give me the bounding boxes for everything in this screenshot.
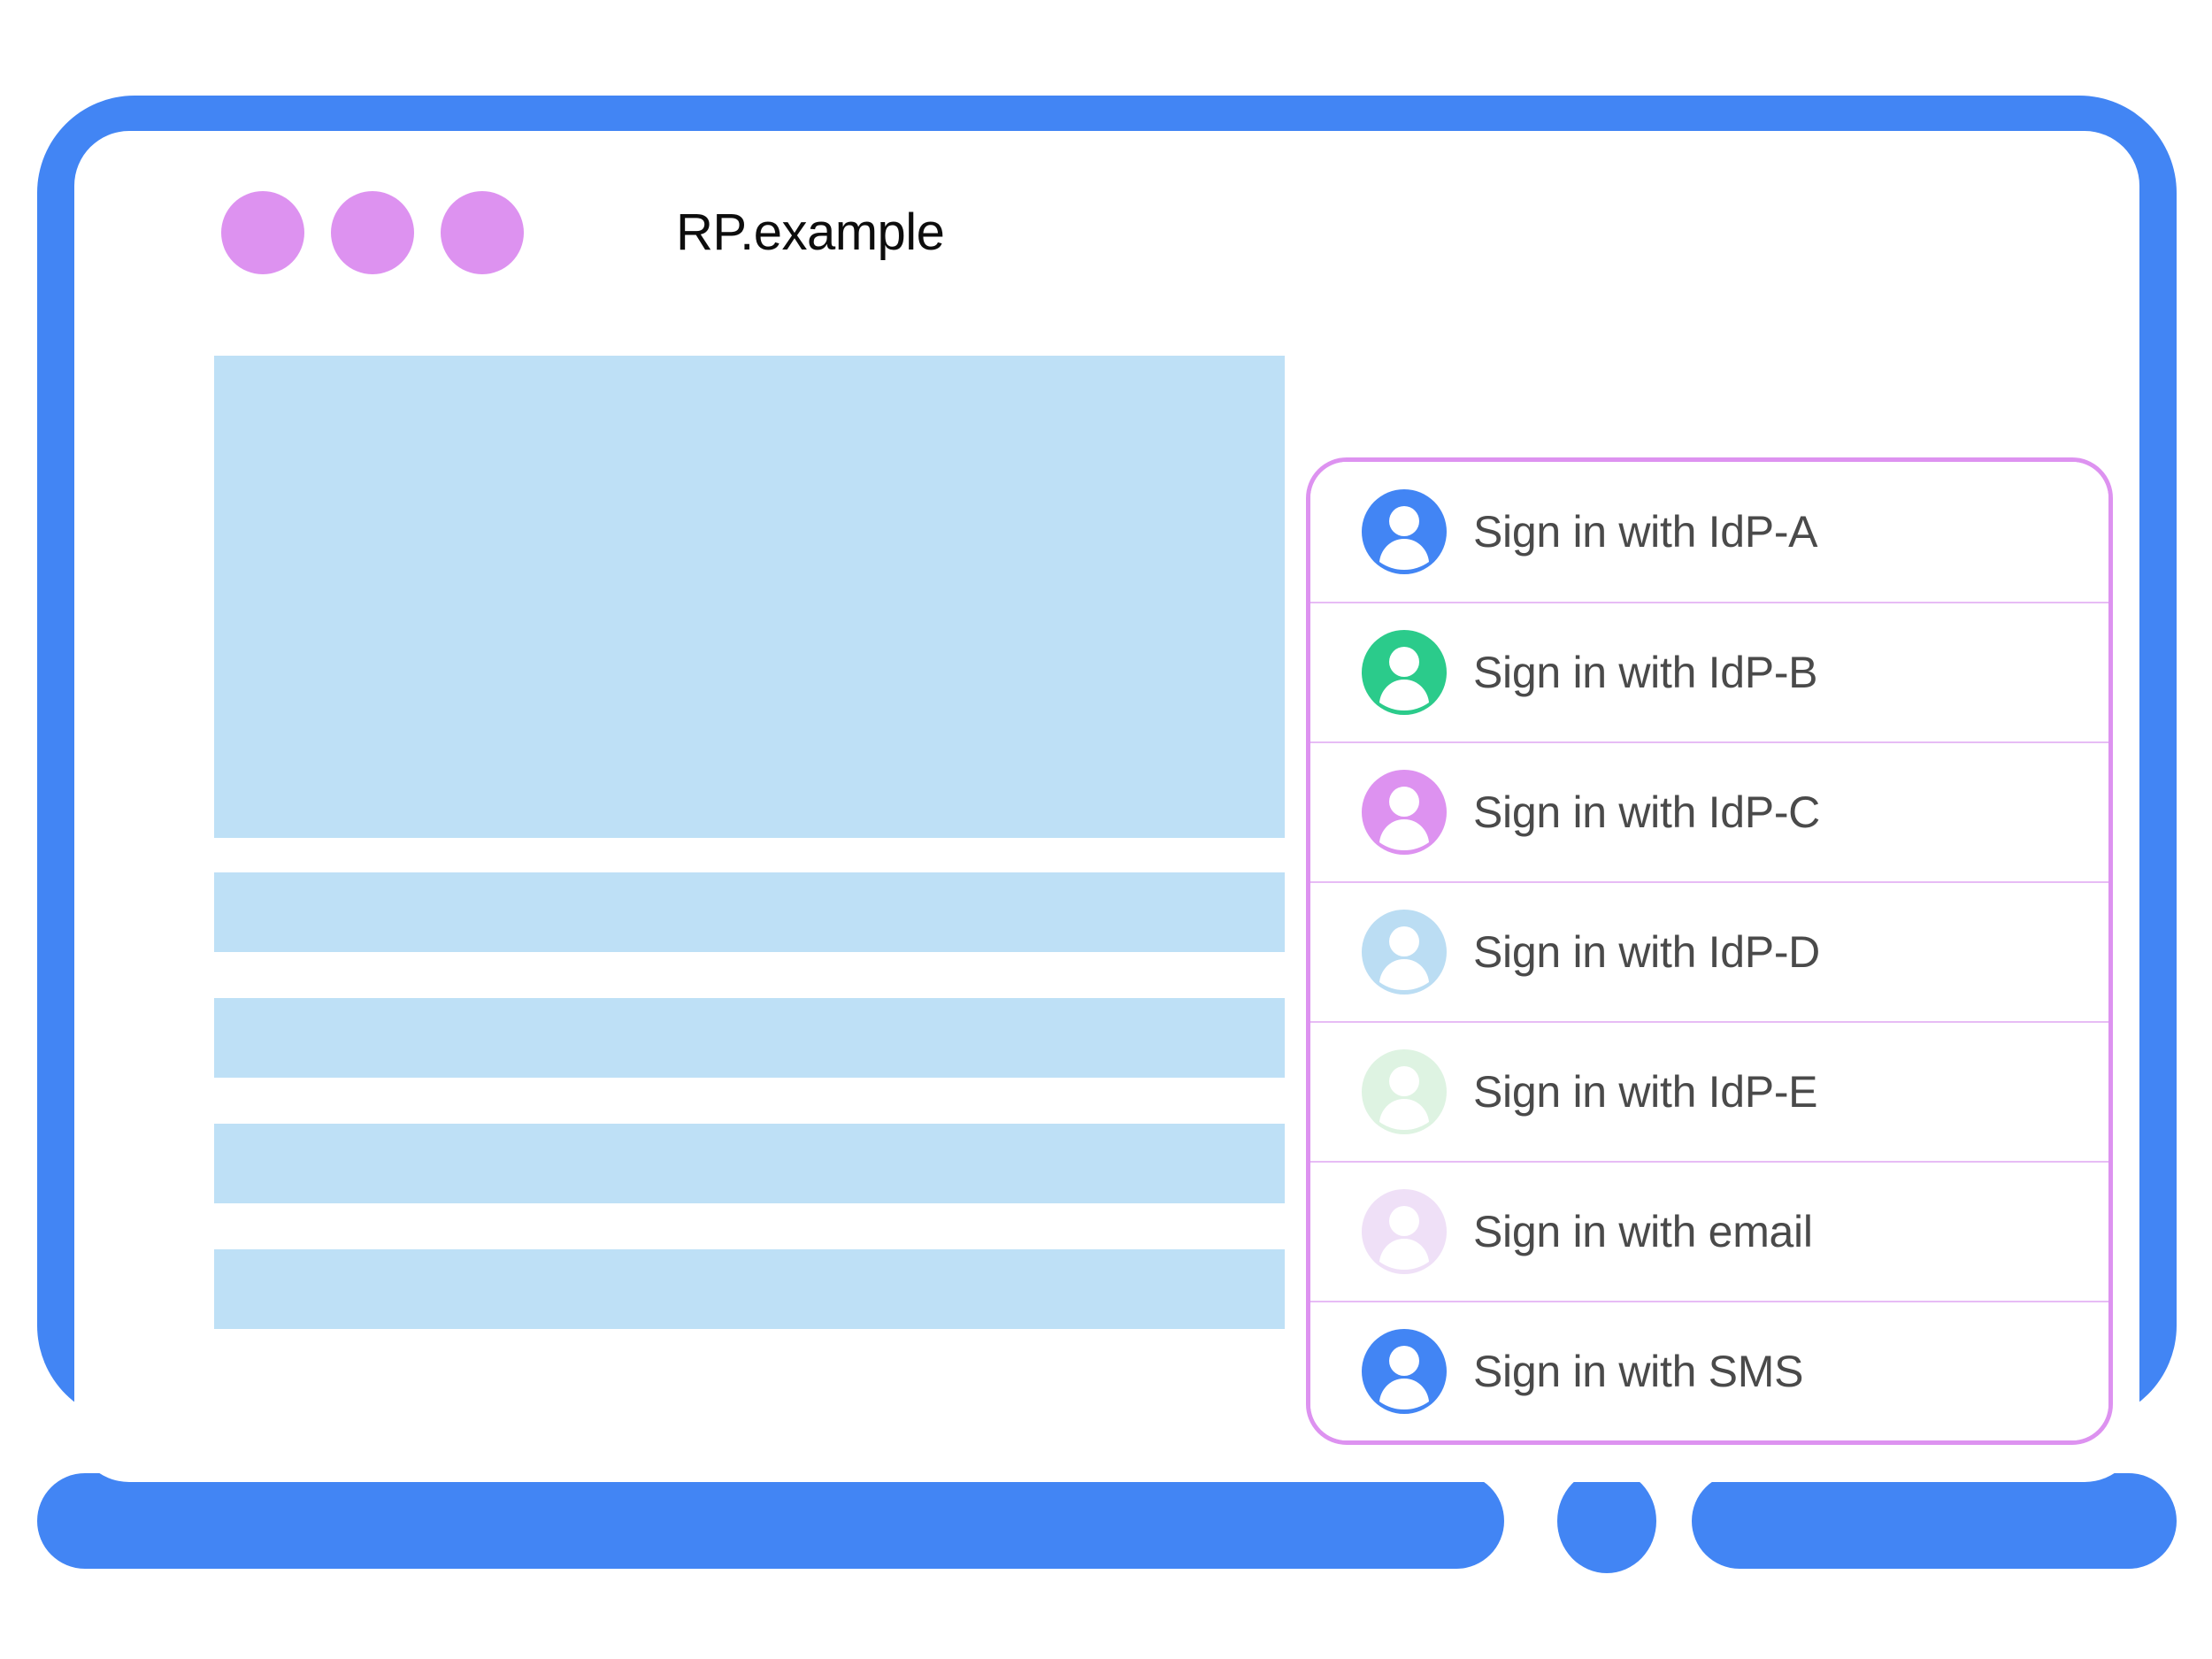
signin-option-idp-d[interactable]: Sign in with IdP-D <box>1310 881 2108 1021</box>
home-button[interactable] <box>1557 1469 1656 1573</box>
signin-option-idp-c[interactable]: Sign in with IdP-C <box>1310 741 2108 881</box>
window-dot-1[interactable] <box>221 191 304 274</box>
line-placeholder-2 <box>214 998 1285 1078</box>
signin-option-idp-e[interactable]: Sign in with IdP-E <box>1310 1021 2108 1161</box>
signin-option-sms[interactable]: Sign in with SMS <box>1310 1301 2108 1440</box>
device-frame: RP.example Sign in with IdP-A <box>37 96 2177 1573</box>
signin-option-idp-b[interactable]: Sign in with IdP-B <box>1310 602 2108 741</box>
signin-option-label: Sign in with IdP-E <box>1473 1067 1818 1117</box>
signin-option-idp-a[interactable]: Sign in with IdP-A <box>1310 462 2108 602</box>
hero-placeholder <box>214 356 1285 838</box>
page-title: RP.example <box>676 204 945 261</box>
window-dot-3[interactable] <box>441 191 524 274</box>
signin-popup: Sign in with IdP-A Sign in with IdP-B <box>1306 457 2113 1445</box>
avatar-icon <box>1362 1049 1447 1134</box>
line-placeholder-1 <box>214 872 1285 952</box>
signin-option-email[interactable]: Sign in with email <box>1310 1161 2108 1301</box>
line-placeholder-3 <box>214 1124 1285 1203</box>
signin-option-label: Sign in with IdP-B <box>1473 648 1818 697</box>
content-placeholders <box>214 356 1285 1329</box>
avatar-icon <box>1362 770 1447 855</box>
device-bezel-bottom-left <box>37 1473 1504 1569</box>
avatar-icon <box>1362 910 1447 995</box>
window-dot-2[interactable] <box>331 191 414 274</box>
avatar-icon <box>1362 1329 1447 1414</box>
signin-option-label: Sign in with IdP-A <box>1473 507 1818 557</box>
avatar-icon <box>1362 630 1447 715</box>
avatar-icon <box>1362 1189 1447 1274</box>
signin-option-label: Sign in with IdP-D <box>1473 927 1820 977</box>
signin-option-label: Sign in with IdP-C <box>1473 787 1820 837</box>
device-bezel-bottom-right <box>1692 1473 2177 1569</box>
signin-option-label: Sign in with SMS <box>1473 1347 1804 1396</box>
signin-option-label: Sign in with email <box>1473 1207 1813 1256</box>
avatar-icon <box>1362 489 1447 574</box>
line-placeholder-4 <box>214 1249 1285 1329</box>
titlebar: RP.example <box>74 131 2139 343</box>
browser-screen: RP.example Sign in with IdP-A <box>74 131 2139 1482</box>
